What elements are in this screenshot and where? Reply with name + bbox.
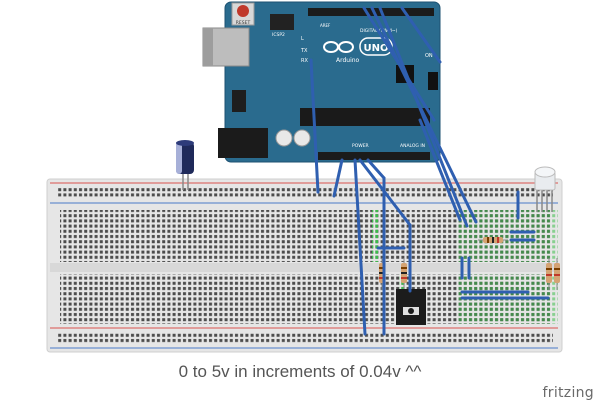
- tx-label: TX: [300, 48, 308, 54]
- resistor-2: [401, 258, 407, 290]
- fritzing-logo: fritzing: [542, 385, 594, 401]
- breadboard: [46, 178, 563, 353]
- arduino-brand-text: Arduino: [336, 57, 360, 64]
- resistor-3: [478, 237, 508, 243]
- power-label: POWER: [352, 143, 369, 149]
- caption: 0 to 5v in increments of 0.04v ^^: [178, 362, 422, 381]
- arduino-uno-board: RESET ICSP2 AREF DIGITAL (PWM~) TX RX L …: [202, 1, 441, 163]
- l-label: L: [301, 36, 304, 42]
- analog-in-label: ANALOG IN: [400, 143, 425, 149]
- icsp2-label: ICSP2: [272, 32, 285, 38]
- on-label: ON: [425, 53, 433, 59]
- electrolytic-capacitor: [176, 140, 194, 190]
- wires: [309, 6, 550, 336]
- reset-label: RESET: [236, 20, 251, 26]
- uno-logo-text: UNO: [364, 43, 389, 54]
- rgb-led: [534, 166, 556, 212]
- audio-jack: [396, 289, 426, 325]
- aref-label: AREF: [320, 23, 331, 28]
- arduino-logo: UNO Arduino: [323, 37, 393, 64]
- resistor-4: [546, 258, 560, 290]
- rx-label: RX: [301, 58, 308, 64]
